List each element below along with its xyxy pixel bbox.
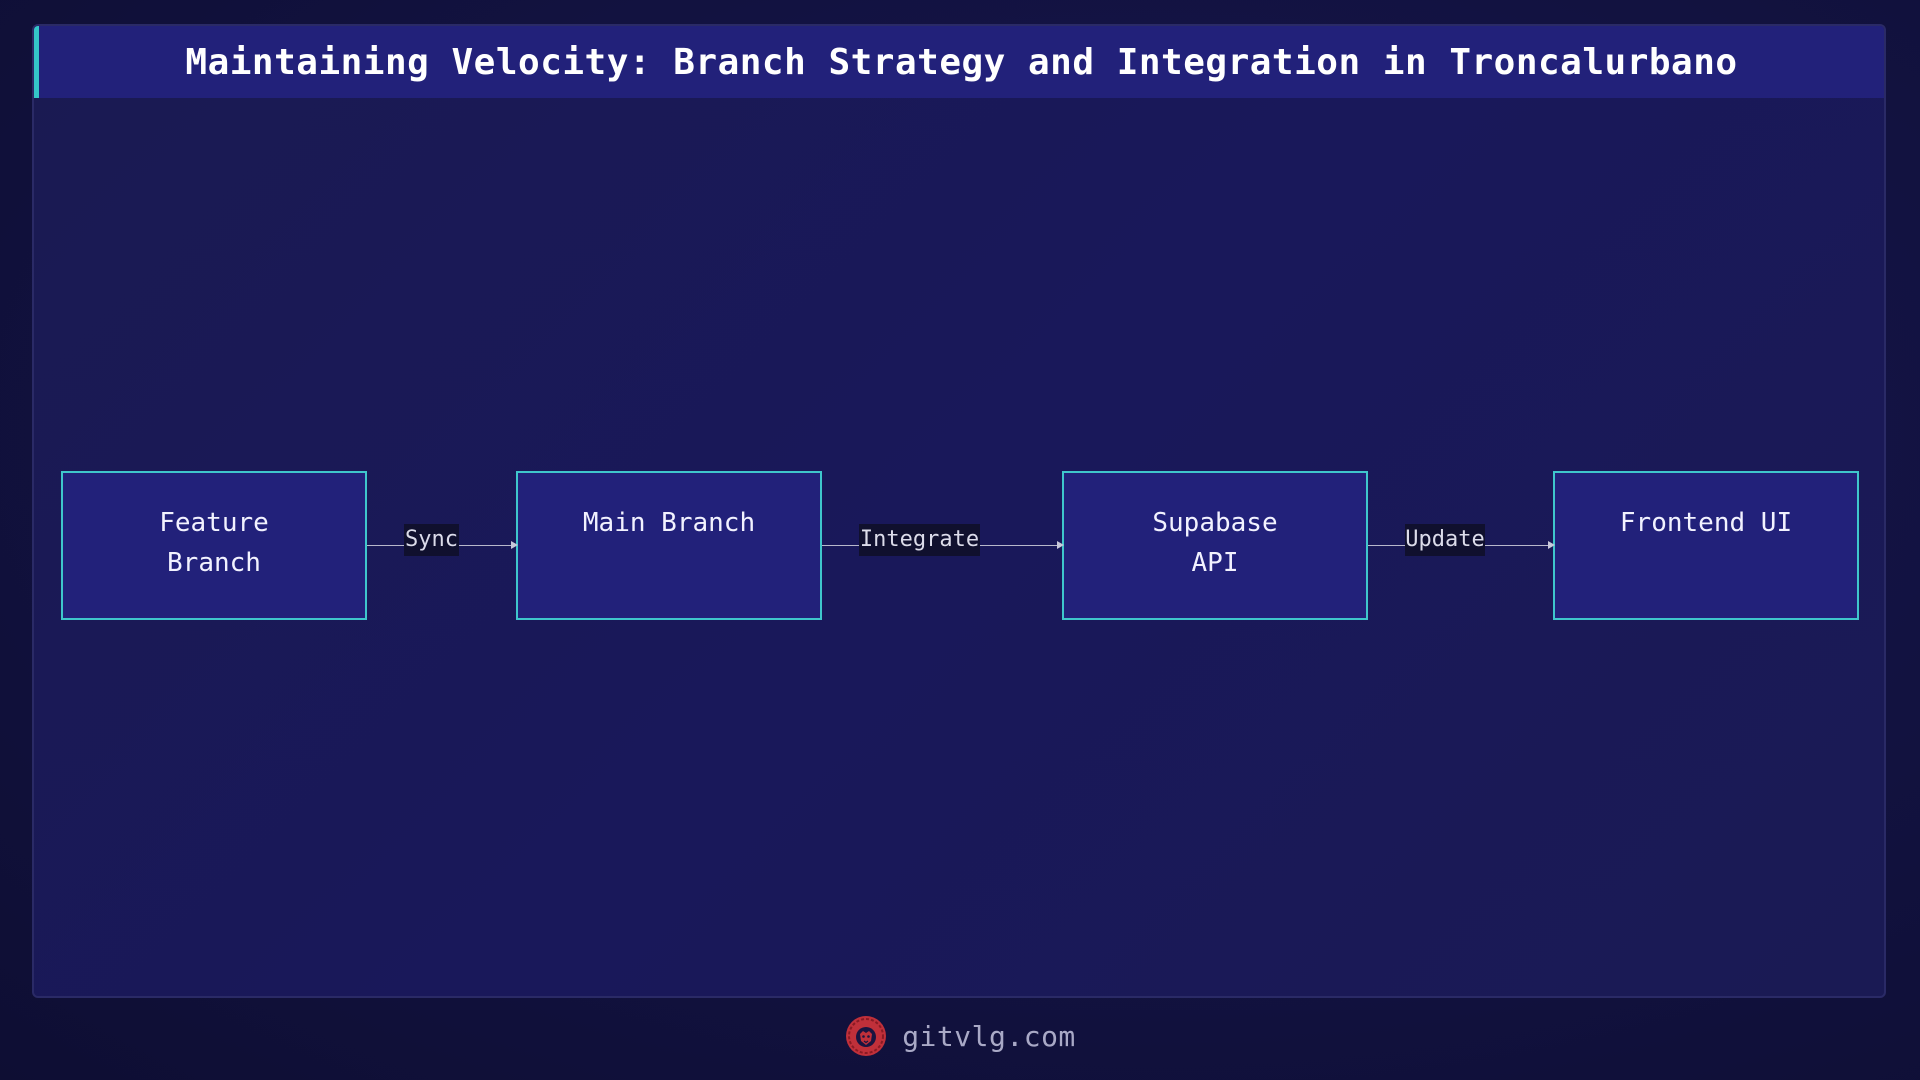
footer-brand-text: gitvlg.com: [902, 1019, 1076, 1053]
node-frontend-ui: Frontend UI: [1553, 471, 1859, 620]
node-feature-branch: Feature Branch: [61, 471, 367, 620]
edge-label-sync: Sync: [404, 524, 459, 556]
arrowhead-icon: [511, 541, 518, 549]
arrowhead-icon: [1057, 541, 1064, 549]
diagram-title: Maintaining Velocity: Branch Strategy an…: [185, 41, 1738, 83]
title-bar: Maintaining Velocity: Branch Strategy an…: [34, 26, 1884, 98]
node-supabase-api: Supabase API: [1062, 471, 1368, 620]
edge-label-update: Update: [1405, 524, 1485, 556]
arrowhead-icon: [1548, 541, 1555, 549]
lion-logo-icon: [846, 1016, 887, 1056]
footer: gitvlg.com: [0, 1008, 1920, 1064]
edge-label-integrate: Integrate: [859, 524, 980, 556]
node-main-branch: Main Branch: [516, 471, 822, 620]
